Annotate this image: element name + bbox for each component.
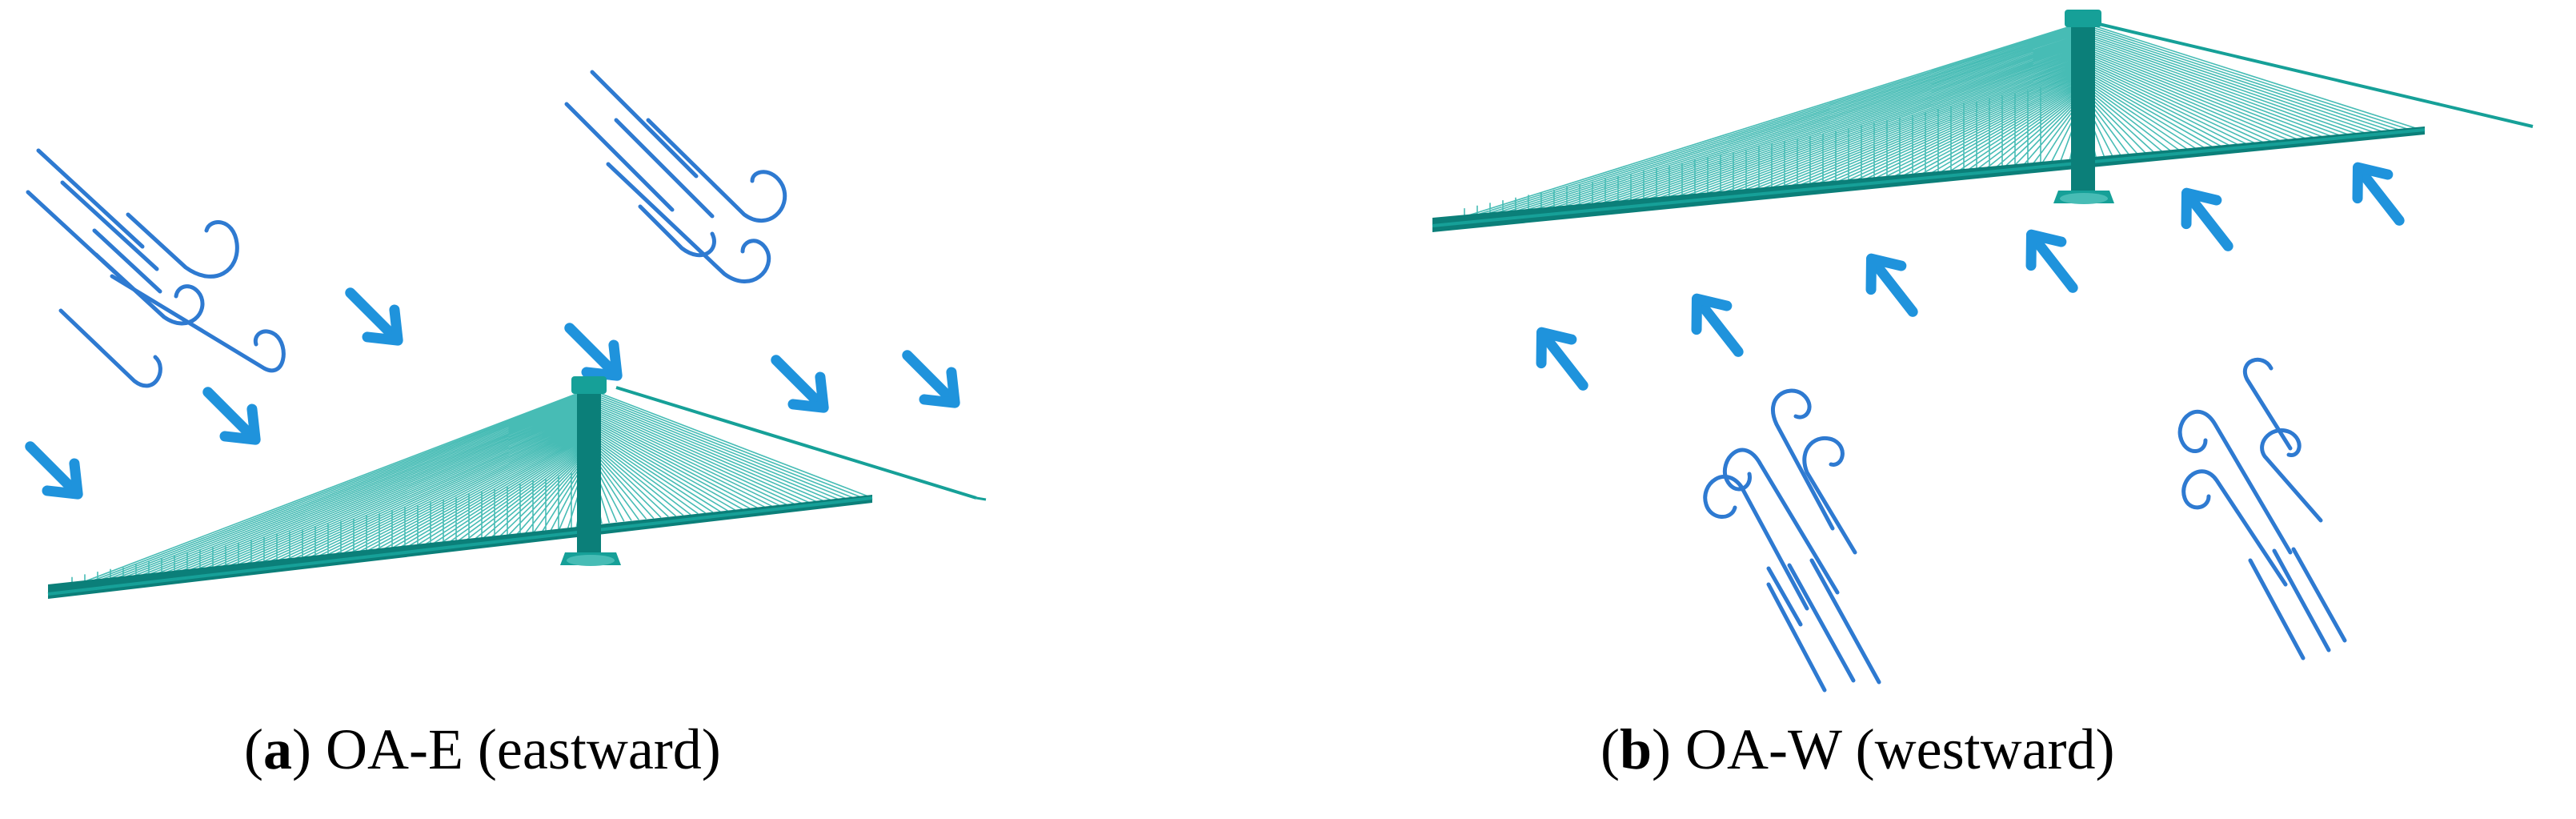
wind-arrow-icon xyxy=(17,433,91,508)
wind-gust-icon xyxy=(1703,388,1881,693)
wind-arrow-icon xyxy=(2017,223,2089,299)
caption-panel-a: (a) OA-E (eastward) xyxy=(244,721,721,778)
wind-arrow-icon xyxy=(894,342,968,416)
wind-arrow-icon xyxy=(1857,247,1929,323)
wind-gust-icon xyxy=(2177,357,2347,660)
wind-arrow-icon xyxy=(194,379,269,453)
caption-paren-close: ) xyxy=(1652,717,1672,781)
caption-panel-b: (b) OA-W (westward) xyxy=(1600,721,2115,778)
cable-stayed-bridge-icon xyxy=(47,376,987,599)
wind-arrow-icon xyxy=(337,279,411,354)
caption-letter: a xyxy=(262,717,292,781)
caption-paren-open: ( xyxy=(244,717,263,781)
wind-arrow-icon xyxy=(2343,155,2415,232)
wind-arrow-icon xyxy=(2172,181,2244,258)
wind-arrow-icon xyxy=(1527,320,1599,397)
wind-gust-icon xyxy=(26,148,286,388)
caption-paren-close: ) xyxy=(291,717,311,781)
wind-arrows xyxy=(1527,155,2415,397)
panel-a xyxy=(17,70,987,599)
wind-arrow-icon xyxy=(1682,287,1754,363)
wind-gust-icon xyxy=(564,70,787,283)
caption-paren-open: ( xyxy=(1600,717,1620,781)
caption-text: OA-E (eastward) xyxy=(310,717,721,781)
wind-arrow-icon xyxy=(763,347,837,421)
caption-letter: b xyxy=(1619,717,1653,781)
caption-text: OA-W (westward) xyxy=(1671,717,2115,781)
panel-b xyxy=(1432,10,2534,693)
cable-stayed-bridge-icon xyxy=(1432,10,2534,232)
